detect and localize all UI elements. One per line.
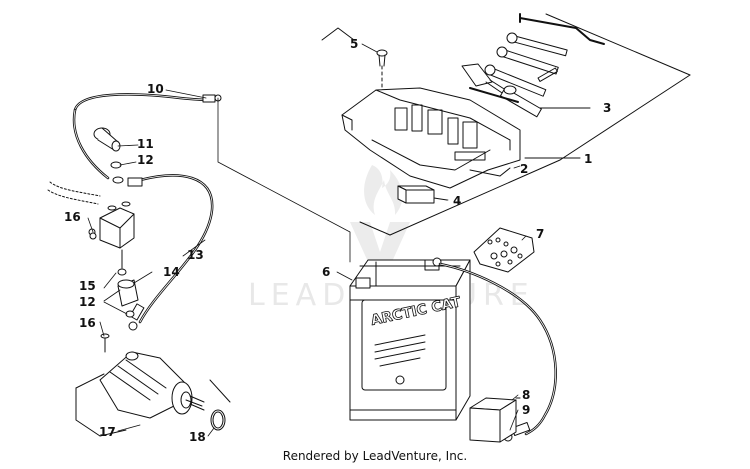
callout-9: 9	[522, 403, 530, 417]
callout-10: 10	[147, 82, 164, 96]
callout-8: 8	[522, 388, 530, 402]
battery-part	[349, 259, 471, 421]
rendered-by-footer: Rendered by LeadVenture, Inc.	[282, 449, 468, 463]
callout-2: 2	[520, 162, 528, 176]
callout-18: 18	[189, 430, 206, 444]
callout-12-upper: 12	[137, 153, 154, 167]
callout-13: 13	[187, 248, 204, 262]
starter-boot-part	[117, 279, 139, 318]
starter-motor-part	[75, 351, 231, 437]
callout-11: 11	[137, 137, 154, 151]
callout-6: 6	[322, 265, 330, 279]
assembly-bracket-toolkit	[321, 13, 691, 236]
main-cable-part	[72, 93, 351, 263]
hardware-kit-part	[473, 227, 535, 273]
callout-5: 5	[350, 37, 358, 51]
battery-pad-part	[469, 397, 521, 443]
callout-15: 15	[79, 279, 96, 293]
o-ring-part	[210, 409, 226, 431]
callout-14: 14	[163, 265, 180, 279]
callout-4: 4	[453, 194, 461, 208]
callout-16-lower: 16	[79, 316, 96, 330]
foam-pad-part	[397, 185, 448, 204]
callout-12-lower: 12	[79, 295, 96, 309]
watermark-logo	[350, 165, 410, 275]
callout-16-upper: 16	[64, 210, 81, 224]
callout-1: 1	[584, 152, 592, 166]
bolt-part	[89, 232, 110, 353]
callout-17: 17	[99, 425, 116, 439]
solenoid-part	[47, 181, 135, 276]
terminal-boot-part	[93, 127, 124, 184]
callout-3: 3	[603, 101, 611, 115]
tool-kit-part	[461, 13, 605, 118]
leader-lines	[87, 43, 527, 437]
callout-7: 7	[536, 227, 544, 241]
tool-tray-part	[341, 87, 521, 189]
